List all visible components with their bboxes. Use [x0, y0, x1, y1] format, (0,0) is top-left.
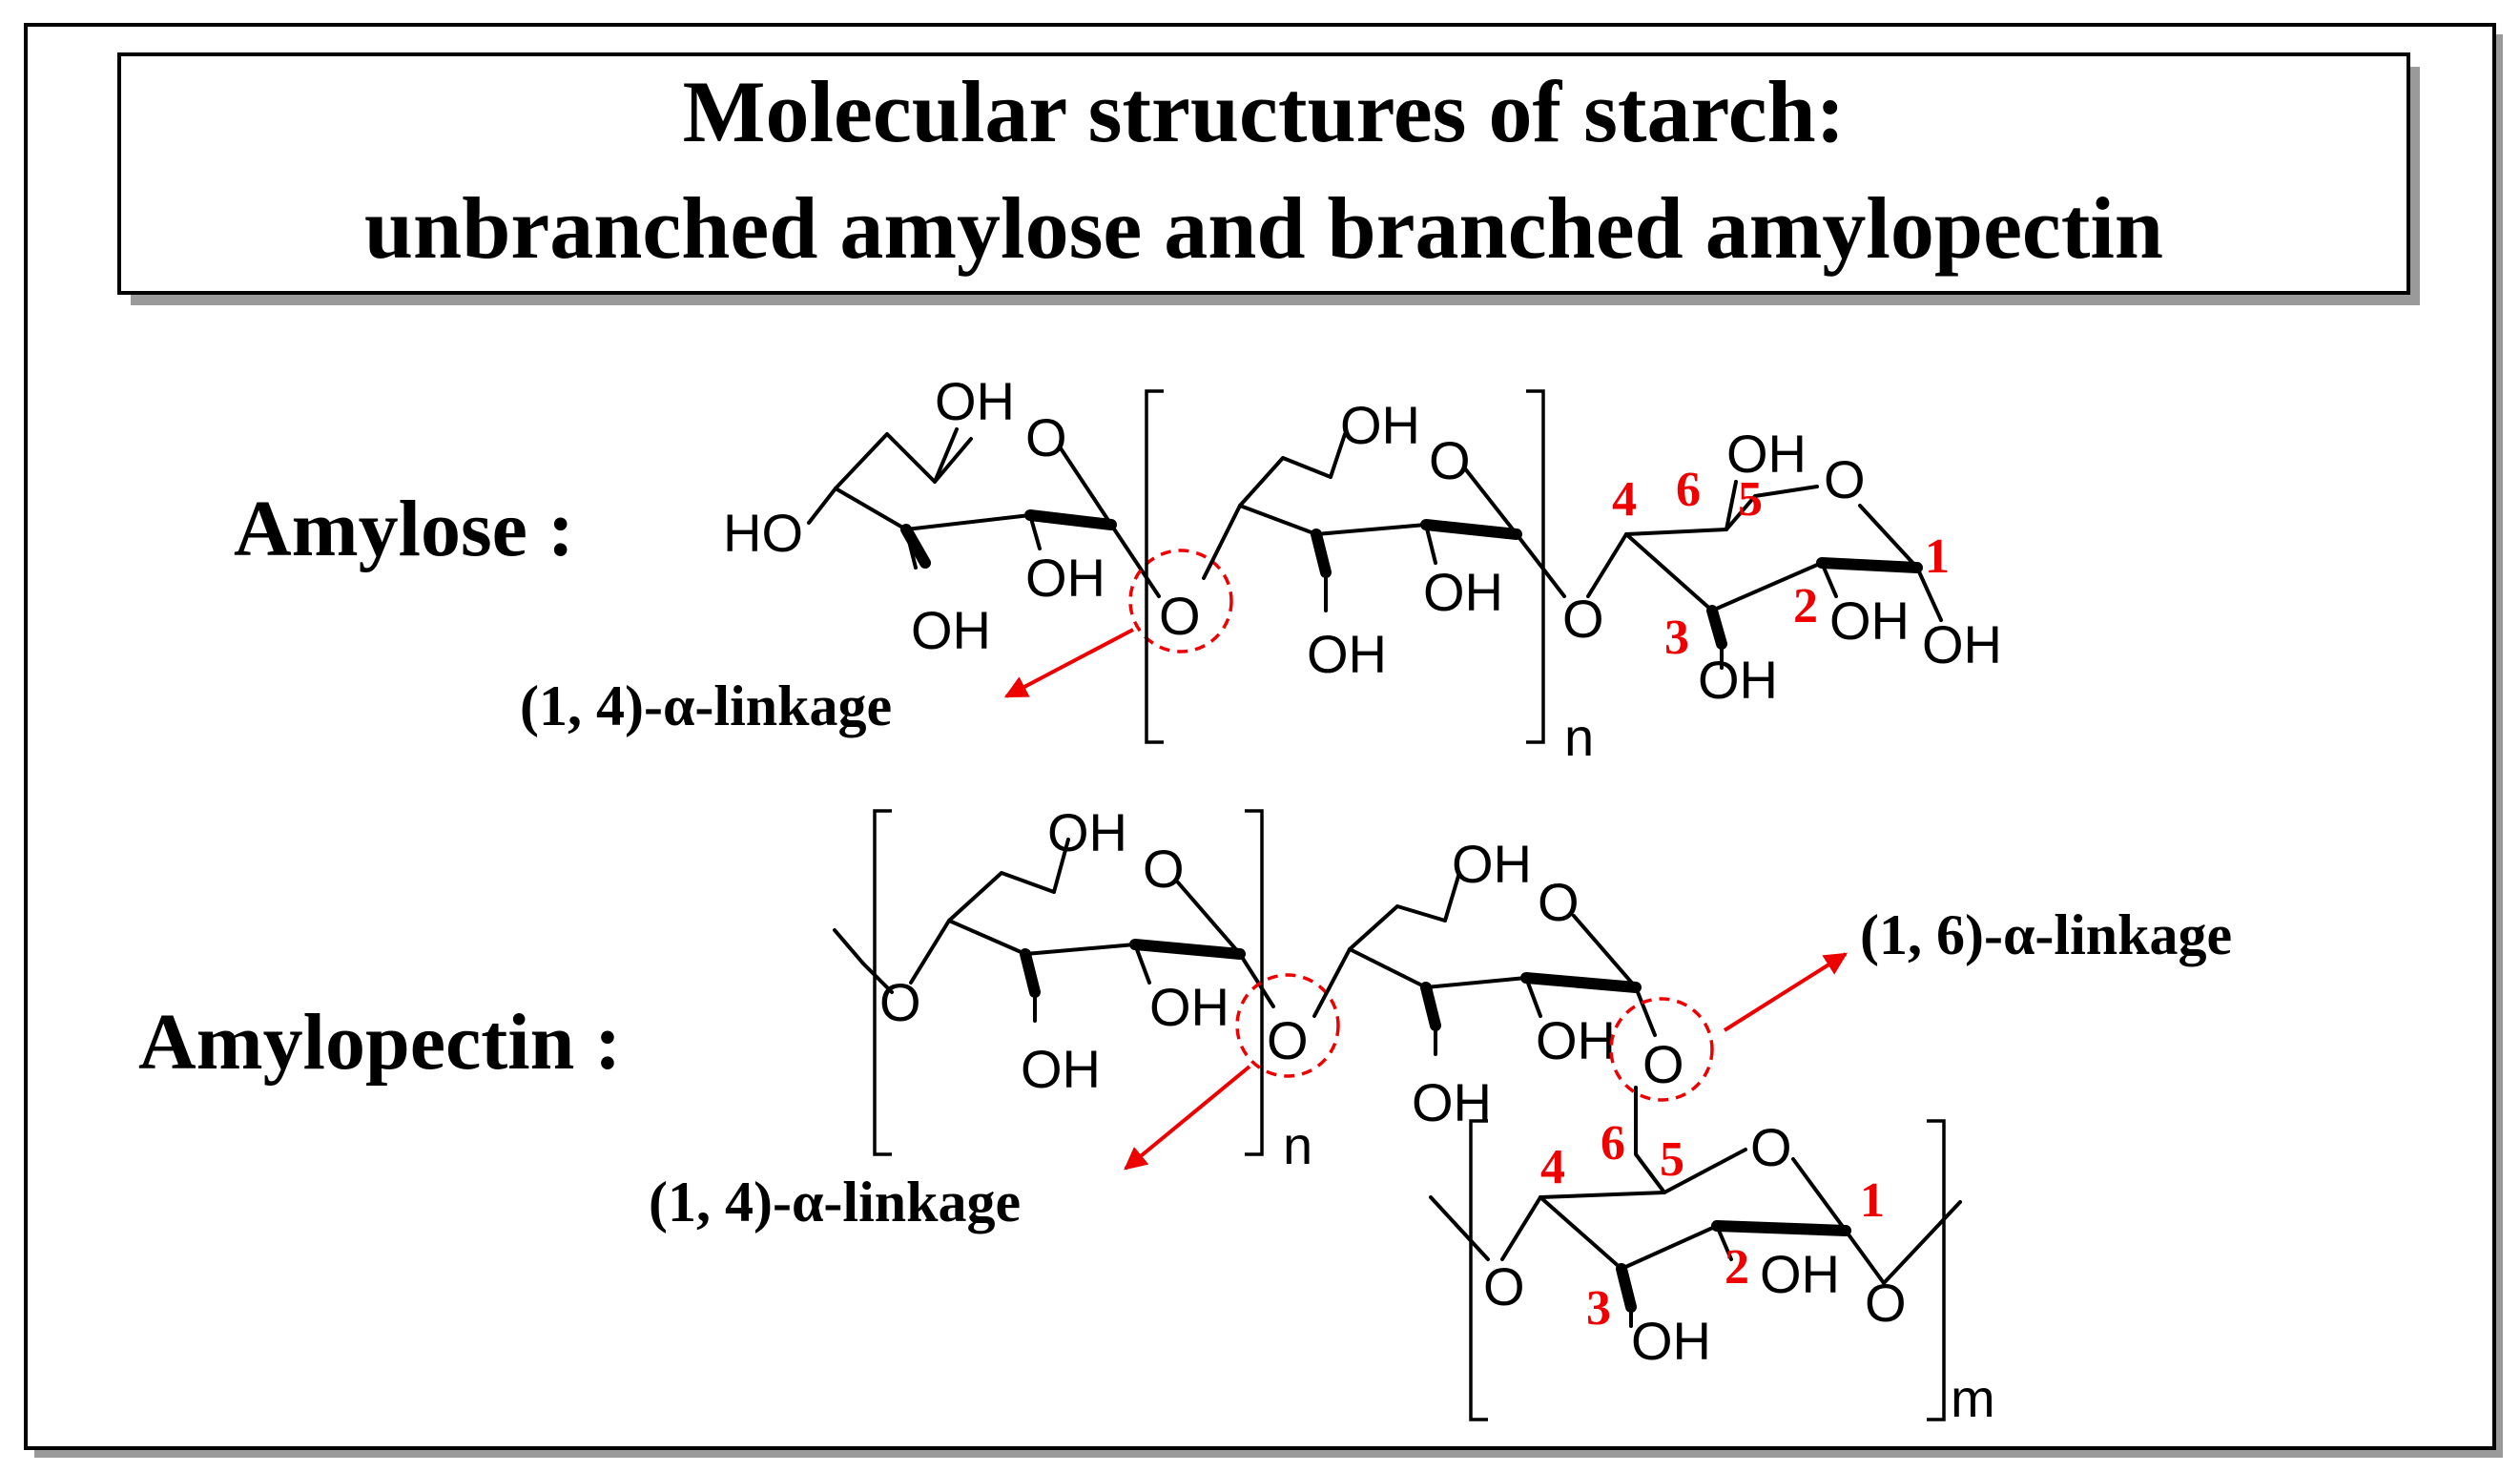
- amylopectin-ring-1-oh3: OH: [1021, 1039, 1101, 1099]
- amylose-ring-3: [1586, 480, 1943, 670]
- amylopectin-linkage-14-label: (1, 4)-α-linkage: [649, 1171, 1021, 1234]
- amylopectin-bracket-left: [873, 809, 892, 1156]
- amylopectin-subscript-m: m: [1951, 1368, 1995, 1428]
- amylose-ring-3-ring-o: O: [1824, 449, 1866, 509]
- amylopectin-c6: 6: [1601, 1116, 1625, 1171]
- amylopectin-ring-1-ring-o: O: [1143, 839, 1185, 899]
- amylopectin-linkage-16-label: (1, 6)-α-linkage: [1860, 903, 2232, 966]
- amylose-ring-1-oh6: OH: [935, 371, 1015, 431]
- amylopectin-ring-1-oh2: OH: [1149, 977, 1229, 1037]
- amylopectin-ring-2-oh3: OH: [1412, 1072, 1492, 1132]
- amylose-subscript-n: n: [1564, 707, 1594, 767]
- amylopectin-ring-1: [833, 838, 1275, 1023]
- amylose-ring-3-oh1: OH: [1922, 614, 2002, 674]
- amylopectin-linkage-16-arrow: [1723, 952, 1849, 1032]
- title-line-1: Molecular structures of starch:: [683, 63, 1846, 160]
- amylopectin-c2: 2: [1725, 1240, 1749, 1295]
- amylopectin-subscript-n: n: [1283, 1115, 1312, 1175]
- amylose-label: Amylose :: [234, 485, 574, 573]
- amylopectin-glycosidic-o-14: O: [1267, 1010, 1309, 1070]
- amylopectin-label: Amylopectin :: [138, 998, 621, 1087]
- amylose-ring-1-oh2: OH: [1025, 548, 1105, 608]
- amylose-linkage-circle: [1128, 549, 1233, 653]
- amylose-glycosidic-o: O: [1159, 586, 1201, 646]
- amylose-ring-3-oh3: OH: [1698, 650, 1778, 710]
- amylose-c4: 4: [1612, 472, 1637, 527]
- amylopectin-branch-bracket-right: [1927, 1119, 1946, 1421]
- title-box: [117, 52, 2410, 295]
- amylose-c3: 3: [1664, 611, 1689, 665]
- amylose-ring-1-oh3: OH: [911, 600, 991, 660]
- amylopectin-ring-2-ring-o: O: [1538, 872, 1580, 932]
- amylopectin-c4: 4: [1540, 1140, 1565, 1194]
- amylopectin-branch-bracket-left: [1469, 1119, 1488, 1421]
- amylose-ring-2: [1202, 432, 1566, 612]
- amylopectin-c3: 3: [1586, 1281, 1611, 1336]
- amylose-ring-2-ring-o: O: [1429, 430, 1471, 490]
- amylose-bracket-left: [1145, 389, 1164, 744]
- amylopectin-ring-1-oh6: OH: [1047, 802, 1127, 862]
- amylopectin-linkage-14-arrow: [1124, 1065, 1251, 1171]
- amylose-ring-2-oh6: OH: [1340, 395, 1420, 455]
- amylose-linkage-arrow: [1003, 628, 1134, 698]
- amylopectin-branch-ring: [1429, 1086, 1962, 1328]
- amylose-ring-1-ho: HO: [723, 503, 803, 563]
- amylopectin-branch-oh3: OH: [1631, 1311, 1711, 1371]
- amylopectin-c5: 5: [1660, 1132, 1684, 1187]
- amylopectin-glycosidic-o-16: O: [1642, 1034, 1684, 1094]
- amylopectin-ring-1-o-terminal: O: [879, 972, 921, 1032]
- amylose-ring-3-oh2: OH: [1829, 591, 1910, 651]
- amylopectin-branch-ring-o: O: [1750, 1117, 1792, 1177]
- amylopectin-ring-2: [1312, 871, 1657, 1056]
- amylopectin-linkage-14-circle: [1235, 973, 1340, 1078]
- amylose-c1: 1: [1925, 529, 1950, 584]
- amylose-ring-3-oh6: OH: [1726, 424, 1807, 484]
- amylopectin-bracket-right: [1245, 809, 1264, 1156]
- amylose-c6: 6: [1676, 463, 1701, 517]
- title-line-2: unbranched amylose and branched amylopec…: [364, 179, 2163, 277]
- amylose-ring-1-ring-o: O: [1025, 407, 1067, 467]
- amylose-linkage-label: (1, 4)-α-linkage: [520, 674, 892, 737]
- amylopectin-branch-oh2: OH: [1760, 1244, 1840, 1304]
- amylose-ring-2-oh2: OH: [1423, 562, 1503, 622]
- amylose-glycosidic-o-2: O: [1562, 589, 1604, 649]
- amylose-c5: 5: [1738, 472, 1763, 527]
- amylopectin-ring-2-oh2: OH: [1536, 1010, 1616, 1070]
- amylopectin-ring-2-oh6: OH: [1452, 834, 1532, 894]
- amylopectin-c1: 1: [1860, 1173, 1885, 1228]
- amylopectin-linkage-16-circle: [1609, 997, 1714, 1102]
- amylose-ring-2-oh3: OH: [1307, 624, 1387, 684]
- amylopectin-branch-o-right: O: [1865, 1273, 1907, 1333]
- amylose-ring-1: [807, 427, 1161, 598]
- amylose-c2: 2: [1793, 579, 1818, 633]
- amylopectin-branch-o-left: O: [1483, 1256, 1525, 1317]
